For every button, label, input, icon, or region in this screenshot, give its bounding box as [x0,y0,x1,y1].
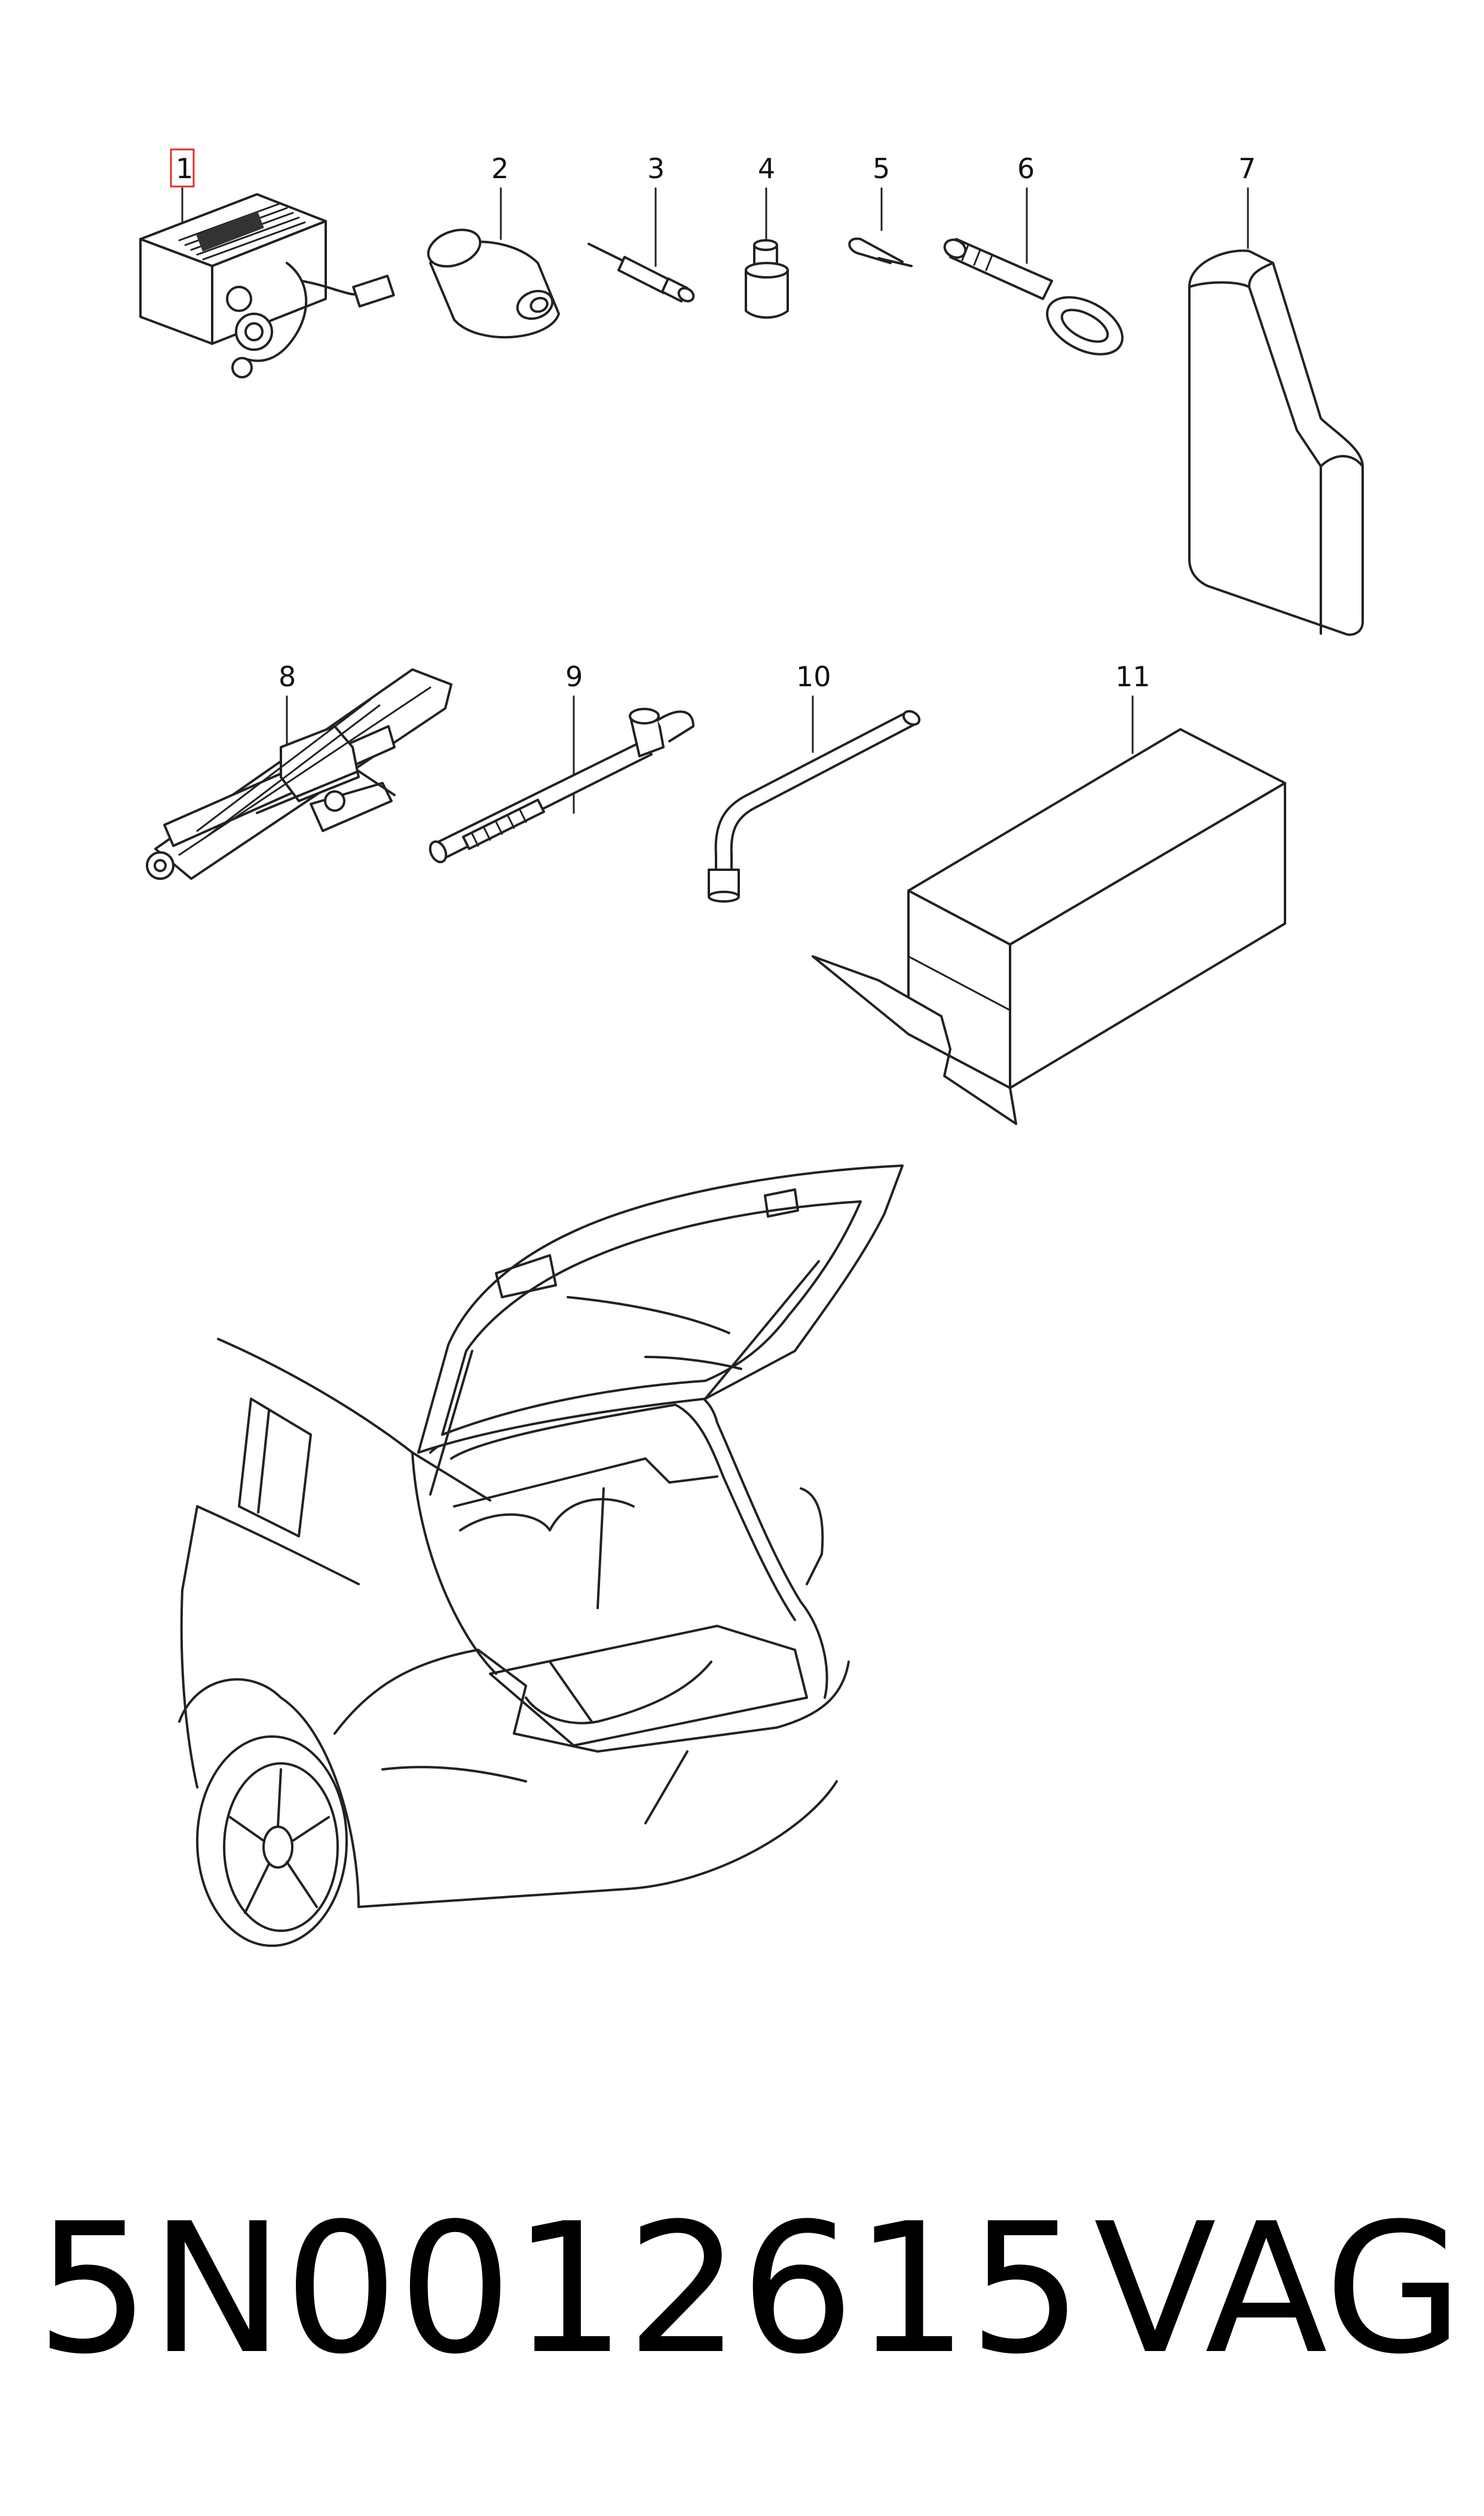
car-rear-illustration [178,1164,904,1947]
callout-4-label: 4 [758,152,775,185]
footer: 5N0012615 VAG [36,2182,1463,2397]
part-storage-box [812,728,1286,1125]
part-crank-handle [429,708,694,864]
callout-5-label: 5 [873,152,890,185]
callout-8-label: 8 [279,661,296,693]
part-foam-insert [1188,249,1364,636]
callout-3-label: 3 [647,152,665,185]
callout-3[interactable]: 3 [647,152,665,267]
callout-9-label: 9 [565,661,583,693]
part-clip [848,237,913,267]
part-air-compressor [139,193,395,378]
callout-11[interactable]: 11 [1115,661,1151,754]
callout-11-label: 11 [1115,661,1151,693]
part-wheel-brace [708,710,921,903]
part-towing-eye [943,238,1124,356]
callout-7-label: 7 [1238,152,1256,185]
part-scissor-jack [146,668,452,880]
callout-8[interactable]: 8 [279,661,296,745]
callout-7[interactable]: 7 [1238,152,1256,249]
callout-10-label: 10 [796,661,831,693]
callout-1[interactable]: 1 [170,148,195,222]
callout-4[interactable]: 4 [758,152,775,243]
callout-5[interactable]: 5 [873,152,890,231]
part-number: 5N0012615 [36,2185,1083,2393]
part-screwdriver [588,243,695,302]
callout-2-label: 2 [491,152,509,185]
callout-1-label: 1 [176,152,193,185]
callout-6[interactable]: 6 [1017,152,1035,264]
brand-name: VAG [1094,2185,1464,2393]
callout-6-label: 6 [1017,152,1035,185]
part-wheel-bolt-adapter [745,239,789,319]
diagram-canvas: 1 2 3 [139,148,1364,1947]
part-sealant-canister [427,228,560,339]
callout-10[interactable]: 10 [796,661,831,753]
callout-1-highlight [170,148,195,188]
callout-2[interactable]: 2 [491,152,509,240]
